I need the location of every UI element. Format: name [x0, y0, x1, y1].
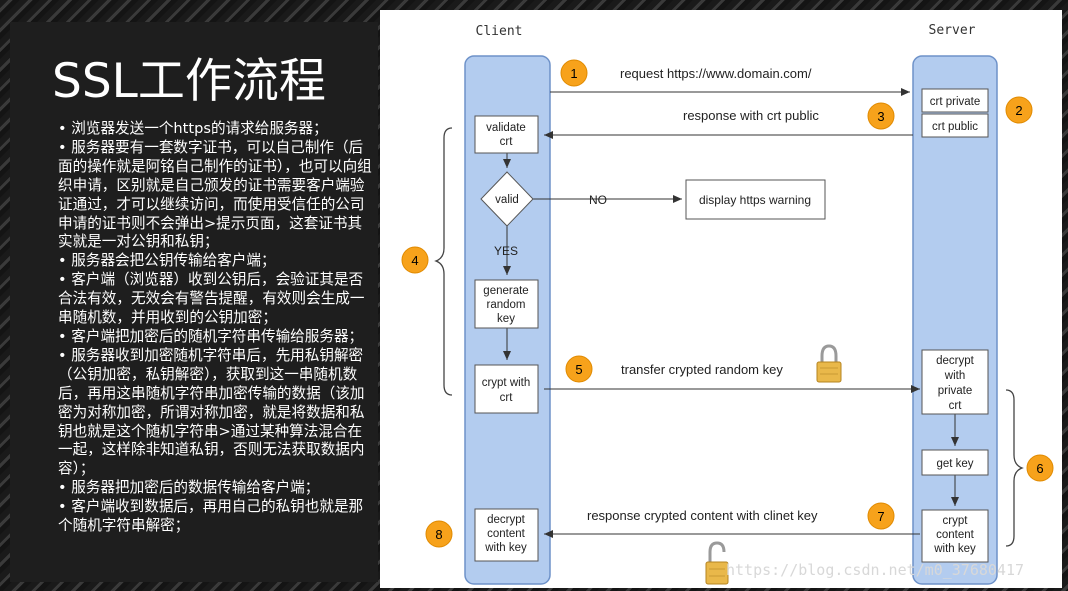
svg-text:crypt with: crypt with: [482, 377, 531, 389]
bracket-client-steps: [434, 127, 453, 396]
watermark-url: https://blog.csdn.net/m0_37680417: [726, 561, 1025, 579]
step-3-badge: 3: [867, 102, 895, 130]
svg-text:6: 6: [1036, 461, 1043, 476]
svg-text:random: random: [487, 299, 526, 311]
svg-text:7: 7: [877, 509, 884, 524]
svg-text:decrypt: decrypt: [487, 514, 526, 526]
svg-text:get key: get key: [936, 458, 973, 470]
svg-text:crt: crt: [949, 400, 963, 412]
crypt-content-box: crypt content with key: [921, 509, 989, 563]
step-8-badge: 8: [425, 520, 453, 548]
lock-open-icon: [705, 541, 729, 585]
svg-text:crt: crt: [500, 392, 514, 404]
client-label: Client: [476, 24, 523, 39]
step-6-badge: 6: [1026, 454, 1054, 482]
valid-decision: valid: [480, 171, 534, 227]
bullet-item: 服务器把加密后的数据传输给客户端；: [58, 479, 376, 498]
svg-text:validate: validate: [486, 122, 526, 134]
step-5-badge: 5: [565, 355, 593, 383]
step-7-badge: 7: [867, 502, 895, 530]
bullet-item: 客户端收到数据后，再用自己的私钥也就是那个随机字符串解密；: [58, 498, 376, 536]
svg-text:generate: generate: [483, 285, 528, 297]
svg-text:content: content: [487, 528, 526, 540]
lock-closed-icon: [816, 344, 842, 383]
message-request: request https://www.domain.com/: [620, 66, 812, 81]
https-warning-box: display https warning: [685, 179, 826, 220]
svg-text:crt public: crt public: [932, 121, 978, 133]
bullet-item: 浏览器发送一个https的请求给服务器；: [58, 120, 376, 139]
no-label: NO: [589, 193, 607, 207]
message-response-content: response crypted content with clinet key: [587, 508, 818, 523]
svg-text:private: private: [938, 385, 973, 397]
message-response-crt: response with crt public: [683, 108, 819, 123]
svg-text:crt private: crt private: [930, 96, 981, 108]
bullet-item: 服务器会把公钥传输给客户端；: [58, 252, 376, 271]
crypt-with-crt-box: crypt with crt: [474, 364, 539, 414]
step-2-badge: 2: [1005, 96, 1033, 124]
svg-text:1: 1: [570, 66, 577, 81]
step-1-badge: 1: [560, 59, 588, 87]
svg-text:with key: with key: [484, 542, 527, 554]
step-4-badge: 4: [401, 246, 429, 274]
bullet-item: 服务器收到加密随机字符串后，先用私钥解密（公钥加密，私钥解密），获取到这一串随机…: [58, 347, 376, 479]
svg-text:2: 2: [1015, 103, 1022, 118]
slide-title: SSL工作流程: [52, 54, 326, 109]
server-label: Server: [929, 23, 976, 38]
crt-public-box: crt public: [921, 113, 989, 138]
svg-text:5: 5: [575, 362, 582, 377]
generate-key-box: generate random key: [474, 279, 539, 329]
svg-text:8: 8: [435, 527, 442, 542]
svg-text:display https warning: display https warning: [699, 193, 811, 207]
decrypt-content-box: decrypt content with key: [474, 508, 539, 562]
svg-text:with key: with key: [933, 543, 976, 555]
bullet-item: 客户端（浏览器）收到公钥后，会验证其是否合法有效，无效会有警告提醒，有效则会生成…: [58, 271, 376, 328]
svg-text:4: 4: [411, 253, 418, 268]
validate-crt-box: validate crt: [474, 115, 539, 154]
svg-text:3: 3: [877, 109, 884, 124]
bullet-item: 服务器要有一套数字证书，可以自己制作（后面的操作就是阿铭自己制作的证书），也可以…: [58, 139, 376, 252]
crt-private-box: crt private: [921, 88, 989, 113]
svg-text:crypt: crypt: [943, 515, 969, 527]
svg-text:decrypt: decrypt: [936, 355, 975, 367]
svg-text:with: with: [944, 370, 965, 382]
decrypt-private-crt-box: decrypt with private crt: [921, 349, 989, 415]
yes-label: YES: [494, 244, 518, 258]
bullet-list: 浏览器发送一个https的请求给服务器； 服务器要有一套数字证书，可以自己制作（…: [58, 120, 376, 536]
svg-text:crt: crt: [500, 136, 514, 148]
svg-text:valid: valid: [495, 194, 519, 206]
message-transfer-key: transfer crypted random key: [621, 362, 783, 377]
svg-text:content: content: [936, 529, 975, 541]
svg-text:key: key: [497, 313, 515, 325]
bracket-server-steps: [1005, 389, 1024, 547]
get-key-box: get key: [921, 449, 989, 476]
bullet-item: 客户端把加密后的随机字符串传输给服务器；: [58, 328, 376, 347]
ssl-flow-diagram: Client Server request https://www.domain…: [380, 10, 1062, 588]
